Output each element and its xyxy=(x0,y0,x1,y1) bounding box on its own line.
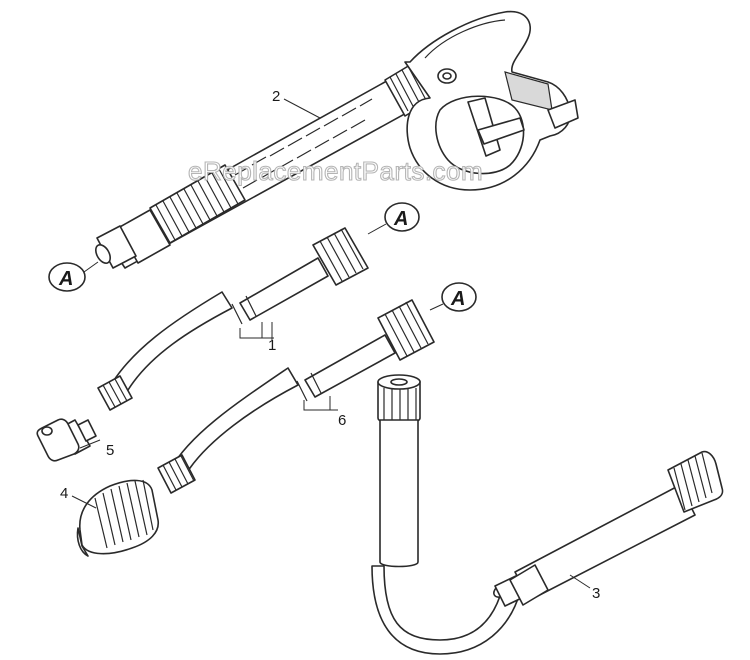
callout-letter: A xyxy=(58,268,73,290)
part-4-rotary-nozzle[interactable] xyxy=(76,479,159,557)
part-2-spray-gun[interactable] xyxy=(93,10,579,269)
label-part-5: 5 xyxy=(79,439,114,459)
label-part-6: 6 xyxy=(303,396,346,429)
part-number: 2 xyxy=(272,88,280,105)
part-5-nozzle[interactable] xyxy=(36,418,97,462)
part-number: 4 xyxy=(60,485,68,502)
callout-a-lance-1: A xyxy=(367,202,420,235)
part-number: 1 xyxy=(268,337,276,354)
callout-a-lance-6: A xyxy=(429,282,477,312)
watermark-text: eReplacementParts.com xyxy=(188,156,483,186)
part-3-bent-extension[interactable] xyxy=(371,374,724,655)
label-part-1: 1 xyxy=(239,322,276,354)
label-part-3: 3 xyxy=(569,574,600,602)
lance-slots xyxy=(234,98,373,189)
part-1-lance[interactable] xyxy=(97,227,369,411)
callout-a-tip: A xyxy=(48,261,99,292)
part-number: 5 xyxy=(106,442,114,459)
part-number: 6 xyxy=(338,412,346,429)
part-6-lance[interactable] xyxy=(157,299,435,494)
callout-letter: A xyxy=(393,208,408,230)
part-number: 3 xyxy=(592,585,600,602)
label-part-2: 2 xyxy=(272,88,321,119)
callout-letter: A xyxy=(450,288,465,310)
label-part-4: 4 xyxy=(60,485,97,509)
